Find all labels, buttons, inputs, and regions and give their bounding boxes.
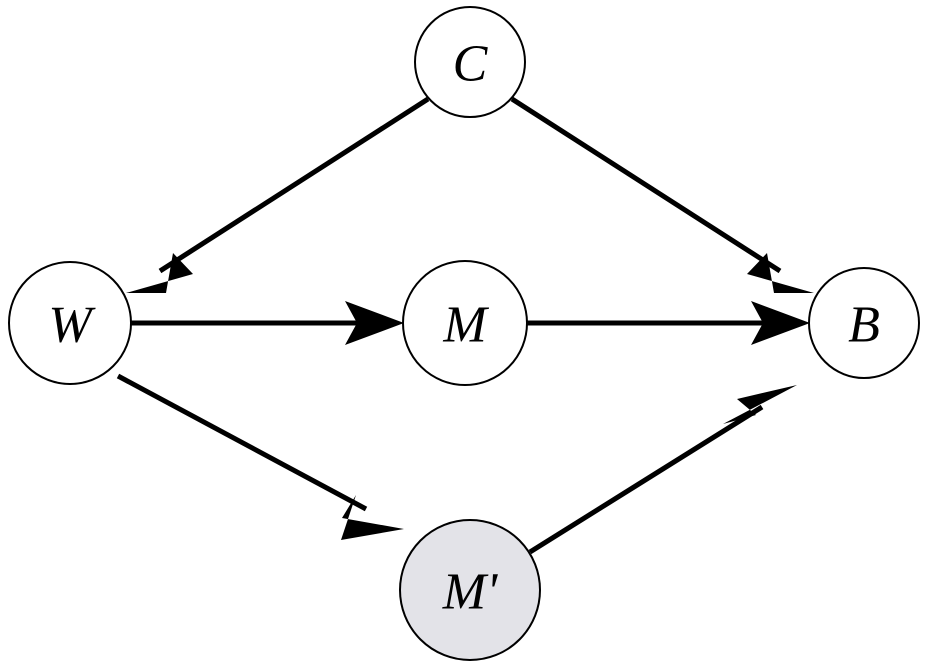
node-c-label: C: [453, 36, 489, 93]
node-m-circle[interactable]: [402, 260, 528, 386]
node-w-label: W: [48, 297, 96, 354]
node-mprime-label: M': [442, 564, 498, 621]
node-b-circle[interactable]: [808, 267, 920, 379]
node-c-circle[interactable]: [414, 6, 526, 118]
node-b[interactable]: B: [808, 267, 920, 379]
node-w-circle[interactable]: [8, 261, 132, 385]
edge-c-to-b: [510, 96, 814, 293]
edge-c-to-b-line: [510, 96, 782, 274]
edge-c-to-w: [126, 96, 430, 293]
node-layer: C W M B M': [8, 6, 920, 661]
edge-c-to-w-arrowhead: [126, 253, 193, 293]
edge-mprime-to-b-arrowhead: [723, 385, 797, 424]
node-m-label: M: [442, 297, 489, 354]
node-mprime[interactable]: M': [399, 519, 541, 661]
edge-w-to-mprime: [116, 373, 404, 540]
edge-c-to-w-line: [158, 96, 430, 274]
node-c[interactable]: C: [414, 6, 526, 118]
edge-layer: [116, 96, 814, 555]
edge-w-to-m: [131, 301, 404, 345]
node-w[interactable]: W: [8, 261, 132, 385]
node-b-label: B: [848, 297, 880, 354]
edge-c-to-b-arrowhead: [747, 253, 814, 293]
edge-w-to-mprime-line: [116, 373, 368, 512]
node-mprime-circle[interactable]: [399, 519, 541, 661]
edge-m-to-b-arrowhead: [751, 301, 810, 345]
edge-m-to-b: [527, 301, 810, 345]
edge-mprime-to-b-line: [528, 404, 764, 555]
edge-mprime-to-b: [528, 385, 797, 555]
node-m[interactable]: M: [402, 260, 528, 386]
edge-w-to-mprime-arrowhead: [341, 495, 404, 540]
edge-w-to-m-arrowhead: [345, 301, 404, 345]
